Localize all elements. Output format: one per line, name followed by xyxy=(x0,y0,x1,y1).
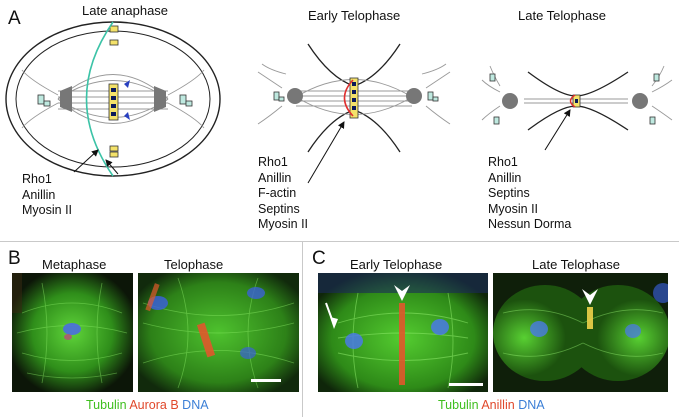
protein-label: Rho1 xyxy=(22,172,52,186)
panel-b-legend: Tubulin Aurora B DNA xyxy=(86,398,209,412)
legend-anillin: Anillin xyxy=(481,398,515,412)
late-telophase-cell xyxy=(481,65,673,151)
metaphase-title: Metaphase xyxy=(42,257,107,272)
protein-label: Septins xyxy=(258,201,300,216)
protein-label: Septins xyxy=(488,186,530,200)
protein-label: F-actin xyxy=(258,186,297,200)
protein-label: Myosin II xyxy=(488,201,539,216)
panel-a-letter: A xyxy=(8,8,21,29)
protein-label: Rho1 xyxy=(488,155,518,169)
panel-divider-vertical xyxy=(302,242,303,417)
late-anaphase-protein-list: Rho1 Anillin Myosin II xyxy=(22,172,72,219)
early-telophase-micrograph xyxy=(318,273,488,392)
late-anaphase-title: Late anaphase xyxy=(82,3,169,18)
telophase-micrograph xyxy=(138,273,299,392)
cell-division-schematic xyxy=(5,21,673,184)
panel-c-letter: C xyxy=(312,248,326,269)
protein-label: Anillin xyxy=(258,170,292,185)
legend-dna: DNA xyxy=(518,398,545,412)
telophase-title: Telophase xyxy=(164,257,224,272)
late-anaphase-cell xyxy=(5,21,221,177)
protein-label: Rho1 xyxy=(258,155,288,169)
legend-tubulin: Tubulin xyxy=(438,398,479,412)
protein-label: Myosin II xyxy=(258,217,309,231)
early-telophase-title: Early Telophase xyxy=(308,8,401,23)
metaphase-micrograph xyxy=(12,273,133,392)
legend-dna: DNA xyxy=(182,398,209,412)
late-telophase-title: Late Telophase xyxy=(518,8,606,23)
scale-bar xyxy=(251,379,281,382)
panel-b-letter: B xyxy=(8,248,21,269)
protein-label: Myosin II xyxy=(22,203,73,217)
late-telophase-image-title: Late Telophase xyxy=(532,257,620,272)
late-telophase-micrograph xyxy=(493,273,668,392)
protein-label: Anillin xyxy=(488,170,522,185)
legend-tubulin: Tubulin xyxy=(86,398,127,412)
protein-label: Anillin xyxy=(22,187,56,202)
early-telophase-cell xyxy=(257,43,451,184)
scale-bar xyxy=(449,383,483,386)
late-telophase-protein-list: Rho1 Anillin Septins Myosin II Nessun Do… xyxy=(488,155,571,233)
panel-c-legend: Tubulin Anillin DNA xyxy=(438,398,545,412)
panel-divider-horizontal xyxy=(0,241,679,242)
legend-aurora-b: Aurora B xyxy=(129,398,179,412)
early-telophase-image-title: Early Telophase xyxy=(350,257,443,272)
protein-label: Nessun Dorma xyxy=(488,217,572,231)
early-telophase-protein-list: Rho1 Anillin F-actin Septins Myosin II xyxy=(258,155,308,233)
